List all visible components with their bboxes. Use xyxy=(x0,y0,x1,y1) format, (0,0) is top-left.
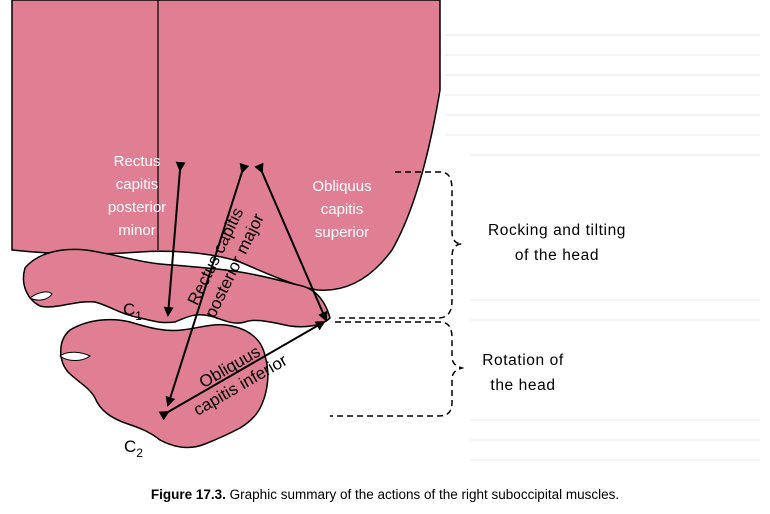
rocking-line1: Rocking and tilting xyxy=(487,222,627,239)
rotation-line2: the head xyxy=(490,377,556,394)
obliquus-superior-arrow xyxy=(254,162,328,322)
obliquus-inferior-arrow xyxy=(158,321,326,421)
c1-letter: C xyxy=(123,300,136,319)
label-c2: C2 xyxy=(124,437,143,460)
label-rectus-minor: Rectus capitis posterior minor xyxy=(82,150,192,242)
c2-subscript: 2 xyxy=(136,446,143,460)
atlas-foramen-left xyxy=(29,291,53,301)
rotation-line1: Rotation of xyxy=(482,352,564,369)
axis-foramen xyxy=(59,351,91,361)
rectus-minor-line2: capitis xyxy=(115,176,159,193)
figure-number: Figure 17.3. xyxy=(150,487,226,502)
figure-caption: Figure 17.3. Graphic summary of the acti… xyxy=(0,487,770,502)
obliquus-superior-line2: capitis xyxy=(320,201,364,218)
rectus-minor-line3: posterior xyxy=(107,199,167,216)
rectus-minor-line4: minor xyxy=(118,222,156,239)
label-rocking: Rocking and tilting of the head xyxy=(466,218,648,268)
label-obliquus-superior: Obliquus capitis superior xyxy=(292,175,392,244)
label-c1: C1 xyxy=(123,300,142,323)
obliquus-superior-line1: Obliquus xyxy=(312,178,372,195)
rotation-bracket xyxy=(330,321,465,417)
obliquus-superior-line3: superior xyxy=(314,224,370,241)
rocking-line2: of the head xyxy=(514,247,600,264)
c2-letter: C xyxy=(124,437,137,456)
caption-text: Graphic summary of the actions of the ri… xyxy=(225,487,620,502)
background-page xyxy=(445,34,760,461)
label-rotation: Rotation of the head xyxy=(468,348,578,398)
rectus-minor-line1: Rectus xyxy=(113,153,161,170)
rocking-bracket xyxy=(335,171,463,319)
c1-subscript: 1 xyxy=(135,309,142,323)
